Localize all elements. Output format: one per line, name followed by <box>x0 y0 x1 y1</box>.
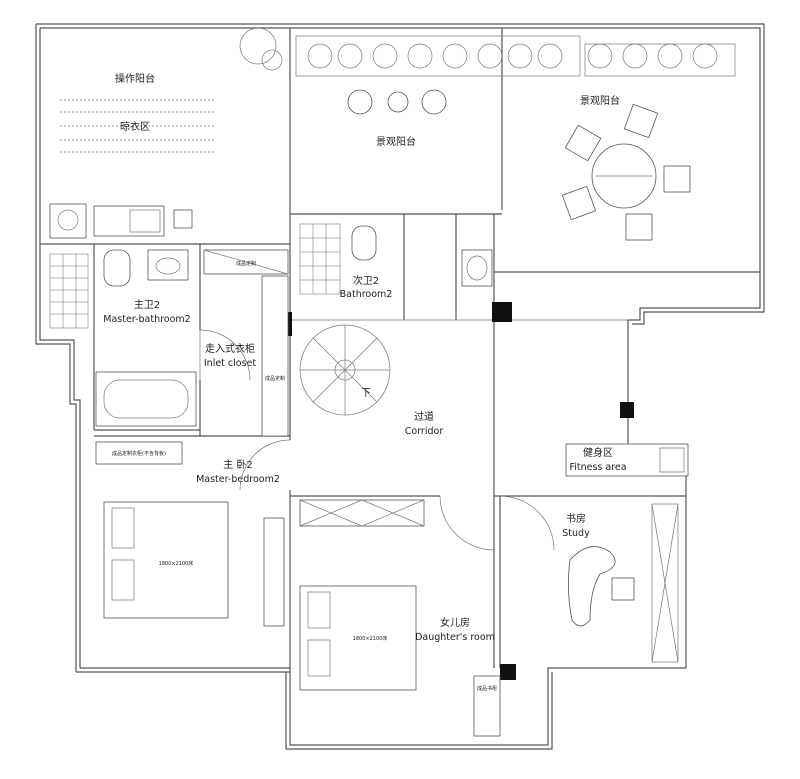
tree-icon <box>261 49 283 71</box>
column <box>492 302 512 322</box>
lounge-chairs <box>347 89 447 115</box>
dining-set <box>561 103 691 241</box>
master-bed-en: Master-bedroom2 <box>196 474 280 485</box>
daughter-zh: 女儿房 <box>440 616 470 629</box>
wardrobe-side <box>261 275 289 437</box>
fitness-zh: 健身区 <box>583 446 613 459</box>
basin-icon <box>461 249 493 287</box>
doors <box>199 329 555 551</box>
toilet-icon <box>351 225 377 261</box>
walkin-en: Inlet closet <box>204 358 257 369</box>
view-balcony-right-label: 景观阳台 <box>580 94 620 107</box>
walkin-zh: 走入式衣柜 <box>205 342 255 355</box>
bookshelf <box>473 675 501 737</box>
master-wardrobe <box>95 441 183 465</box>
drying-area-label: 晾衣区 <box>120 120 150 133</box>
master-bath-zh: 主卫2 <box>134 299 160 311</box>
study-bookcase <box>651 503 679 663</box>
study-chair-icon <box>611 577 635 601</box>
daughter-bed-icon <box>299 585 417 691</box>
corridor-en: Corridor <box>405 426 444 437</box>
daughter-wardrobe <box>299 499 425 527</box>
washing-machine-icon <box>49 203 87 239</box>
shower-tile-grid <box>49 253 89 329</box>
column <box>620 402 634 418</box>
service-balcony-label: 操作阳台 <box>115 72 155 85</box>
corridor-zh: 过道 <box>414 410 434 423</box>
master-bed-zh: 主 卧2 <box>223 458 253 471</box>
treadmill-icon <box>565 443 689 477</box>
second-bath-zh: 次卫2 <box>353 274 379 287</box>
fitness-en: Fitness area <box>569 462 626 473</box>
study-en: Study <box>562 528 590 539</box>
toilet-icon <box>103 249 131 287</box>
stair-down-note: 下 <box>361 388 371 399</box>
second-bath-en: Bathroom2 <box>340 289 393 300</box>
spiral-stair <box>299 324 391 416</box>
shower-grid-lines <box>50 254 88 328</box>
drying-rack <box>60 99 214 153</box>
mop-sink-icon <box>173 209 193 229</box>
daughter-bed-size: 1800×2100床 <box>353 635 388 642</box>
master-bath-en: Master-bathroom2 <box>103 314 190 325</box>
wardrobe-top-note: 成品定制 <box>236 260 256 267</box>
column <box>500 664 516 680</box>
basin-icon <box>147 249 189 281</box>
view-balcony-mid-label: 景观阳台 <box>376 135 416 148</box>
tree-icon <box>239 27 277 65</box>
study-desk <box>568 546 616 627</box>
daughter-wardrobe-note: 成品书柜 <box>477 685 497 692</box>
tv-cabinet <box>263 517 285 627</box>
wardrobe-side-note: 成品定制 <box>265 375 285 382</box>
shower-tile-grid <box>299 223 341 295</box>
master-bed-size: 1800×2100床 <box>159 560 194 567</box>
planter-row <box>295 35 736 77</box>
daughter-en: Daughter's room <box>415 632 495 643</box>
bathtub-icon <box>95 371 197 427</box>
master-wardrobe-note: 成品定制衣柜(不含背板) <box>112 450 166 457</box>
washer-drum-icon <box>57 209 79 231</box>
laundry-sink-icon <box>93 205 165 237</box>
study-zh: 书房 <box>566 512 586 525</box>
